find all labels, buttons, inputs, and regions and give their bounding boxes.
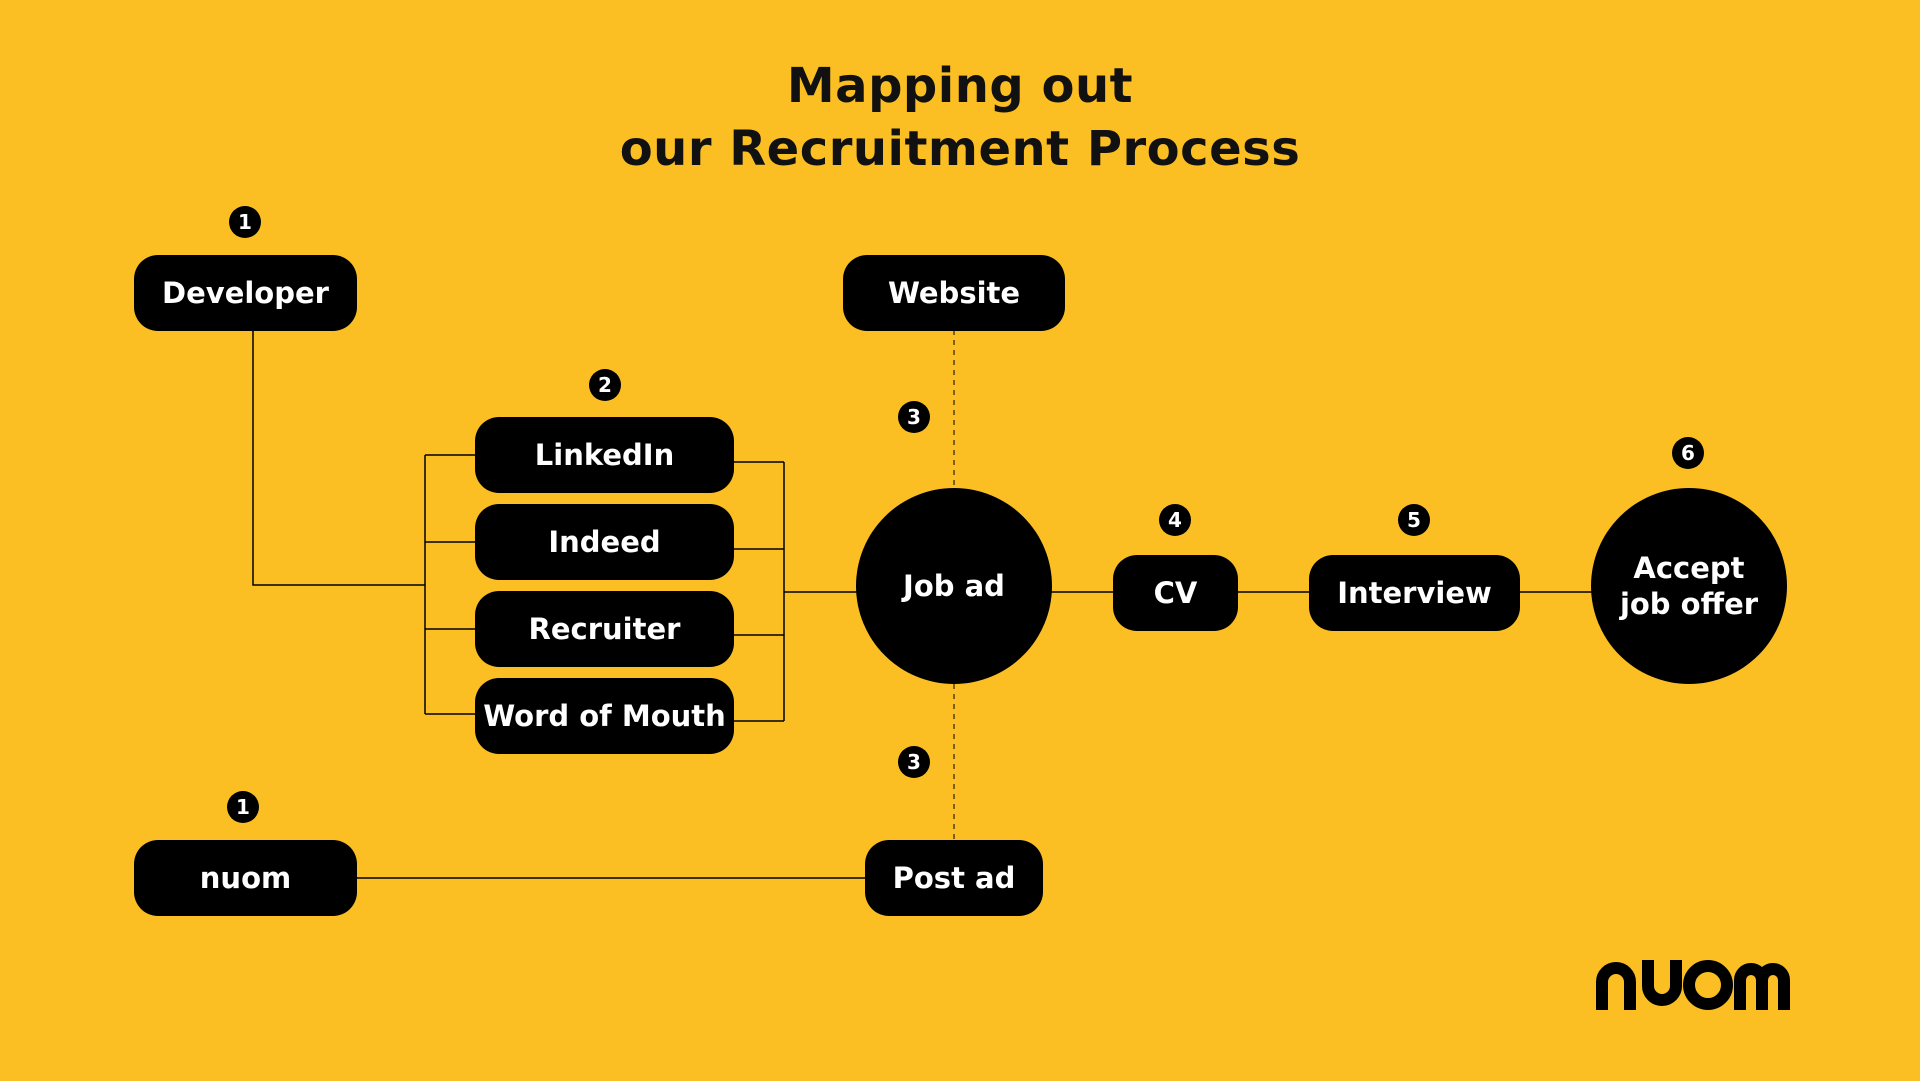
- step-badge-developer: 1: [229, 206, 261, 238]
- node-word-of-mouth: Word of Mouth: [475, 678, 734, 754]
- node-job-ad: Job ad: [856, 488, 1052, 684]
- node-recruiter-label: Recruiter: [528, 612, 681, 646]
- node-nuom-label: nuom: [199, 861, 292, 895]
- node-cv: CV: [1113, 555, 1238, 631]
- nuom-logo-icon: [1596, 960, 1790, 1010]
- node-linkedin: LinkedIn: [475, 417, 734, 493]
- step-badge-job-ad-top: 3: [898, 401, 930, 433]
- node-developer-label: Developer: [162, 276, 329, 310]
- node-job-ad-label: Job ad: [903, 569, 1005, 603]
- node-nuom: nuom: [134, 840, 357, 916]
- node-linkedin-label: LinkedIn: [534, 438, 675, 472]
- step-badge-job-ad-bottom: 3: [898, 746, 930, 778]
- step-badge-channels: 2: [589, 369, 621, 401]
- step-badge-cv: 4: [1159, 504, 1191, 536]
- step-badge-accept: 6: [1672, 437, 1704, 469]
- node-accept-job-offer-label: Accept job offer: [1619, 551, 1759, 621]
- node-post-ad: Post ad: [865, 840, 1043, 916]
- node-recruiter: Recruiter: [475, 591, 734, 667]
- node-accept-job-offer: Accept job offer: [1591, 488, 1787, 684]
- step-badge-interview: 5: [1398, 504, 1430, 536]
- step-badge-nuom: 1: [227, 791, 259, 823]
- node-post-ad-label: Post ad: [892, 861, 1016, 895]
- node-developer: Developer: [134, 255, 357, 331]
- diagram-title-line-1: Mapping out: [786, 58, 1134, 114]
- node-cv-label: CV: [1153, 576, 1198, 610]
- node-interview-label: Interview: [1337, 576, 1492, 610]
- nuom-logo: [1594, 952, 1790, 1016]
- connector-developer-to-channels: [252, 330, 425, 586]
- node-website: Website: [843, 255, 1065, 331]
- diagram-title-line-2: our Recruitment Process: [619, 121, 1301, 177]
- node-website-label: Website: [887, 276, 1021, 310]
- node-indeed: Indeed: [475, 504, 734, 580]
- node-indeed-label: Indeed: [548, 525, 661, 559]
- node-word-of-mouth-label: Word of Mouth: [483, 699, 726, 733]
- node-interview: Interview: [1309, 555, 1520, 631]
